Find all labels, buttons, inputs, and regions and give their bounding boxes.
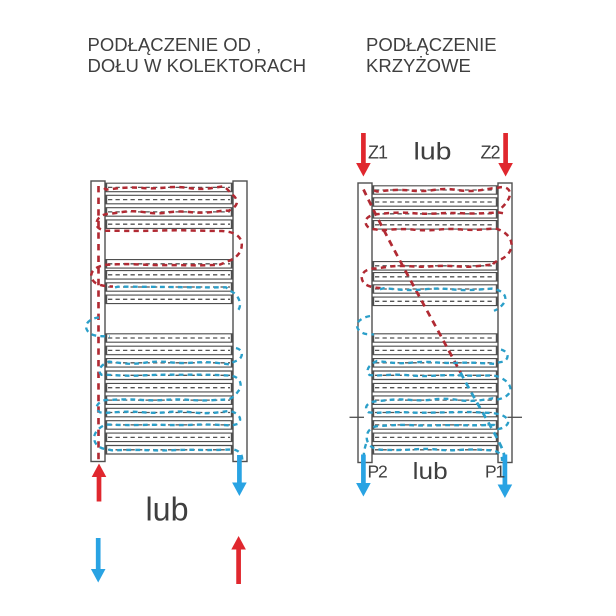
svg-text:lub: lub	[414, 139, 452, 166]
svg-text:KRZYŻOWE: KRZYŻOWE	[366, 55, 471, 76]
svg-text:DOŁU W KOLEKTORACH: DOŁU W KOLEKTORACH	[88, 55, 307, 76]
svg-text:Z1: Z1	[368, 143, 388, 163]
svg-text:lub: lub	[146, 491, 189, 528]
svg-text:Z2: Z2	[481, 143, 501, 163]
svg-text:PODŁĄCZENIE: PODŁĄCZENIE	[366, 34, 497, 55]
svg-text:P1: P1	[485, 461, 504, 481]
svg-text:PODŁĄCZENIE OD ,: PODŁĄCZENIE OD ,	[88, 34, 262, 55]
svg-text:P2: P2	[368, 461, 387, 481]
svg-text:lub: lub	[413, 458, 448, 484]
